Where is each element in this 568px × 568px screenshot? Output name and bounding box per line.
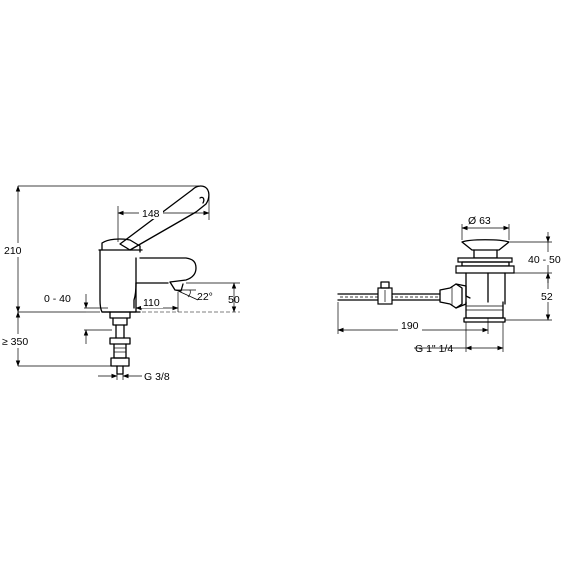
dim-rod-190: 190	[337, 302, 489, 334]
dim-plug-range: 40 - 50	[510, 232, 564, 283]
label-spout: 110	[143, 297, 160, 309]
dim-handle-148: 148	[117, 196, 210, 242]
dim-spout-height: 50	[136, 282, 240, 313]
dim-thread-g38: G 3/8	[98, 371, 170, 383]
label-body: 52	[541, 291, 553, 303]
label-rod: 190	[401, 320, 419, 332]
label-handle: 148	[142, 208, 160, 220]
dim-min-350: ≥ 350	[0, 311, 112, 367]
label-thread: G 3/8	[144, 371, 170, 383]
label-diameter: Ø 63	[468, 215, 491, 227]
waste-view: Ø 63 40 - 50 52 190	[337, 214, 564, 355]
label-angle: 22°	[197, 291, 213, 303]
dim-thread-g114: G 1" 1/4	[414, 322, 504, 355]
faucet-view: 210 148 0 - 40 110	[0, 185, 240, 383]
label-thread-waste: G 1" 1/4	[415, 343, 453, 355]
label-height: 210	[4, 245, 22, 257]
label-plug-range: 40 - 50	[528, 254, 561, 266]
dim-lift: 0 - 40	[44, 293, 112, 344]
dim-angle: 22°	[175, 289, 213, 303]
label-spout-height: 50	[228, 294, 240, 306]
dim-body-52: 52	[505, 272, 557, 321]
dim-diameter-63: Ø 63	[461, 214, 510, 240]
label-lift: 0 - 40	[44, 293, 71, 305]
dim-spout-110: 110	[135, 287, 179, 312]
label-min: ≥ 350	[2, 336, 28, 348]
waste-body	[337, 239, 515, 323]
dim-height-210: 210	[2, 185, 200, 313]
